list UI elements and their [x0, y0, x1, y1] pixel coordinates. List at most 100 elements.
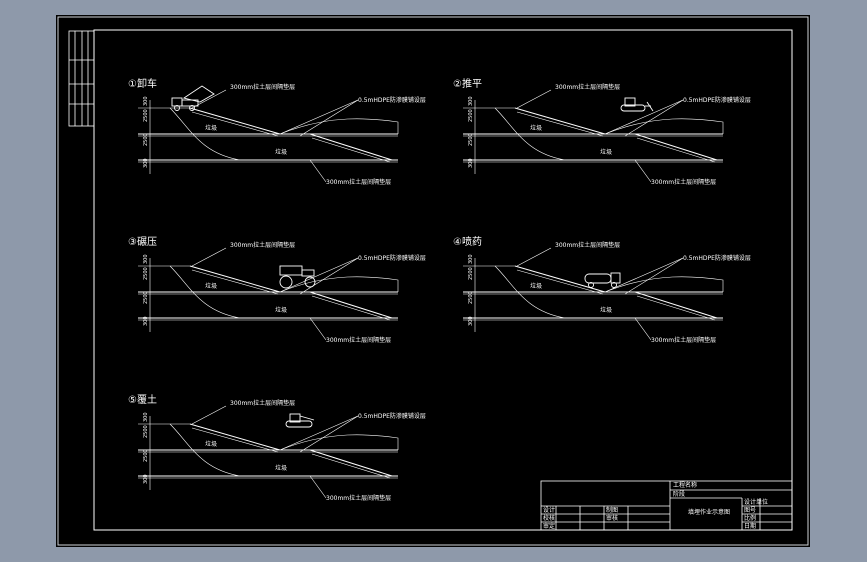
title-design-unit: 设计单位 [744, 498, 768, 506]
title-stage-label: 阶段 [673, 490, 685, 498]
waste-label-upper: 垃圾 [205, 440, 217, 448]
title-drawn: 制图 [606, 506, 618, 514]
slope-lower-2 [311, 453, 391, 479]
callout-side: 0.5mHDPE防渗膜铺设层 [683, 254, 751, 262]
leader-top [516, 89, 552, 109]
leader-side-2 [299, 257, 359, 295]
leader-side [604, 257, 684, 293]
dimension-label: 2500 [143, 133, 149, 146]
outer-frame [57, 16, 809, 546]
leader-side-2 [299, 415, 359, 453]
truck-wheel [189, 105, 195, 111]
existing-ground-curve [494, 265, 566, 319]
dimension-label: 2500 [143, 109, 149, 122]
leader-side-2 [624, 257, 684, 295]
slope-upper-2 [516, 269, 604, 295]
compactor-drum [279, 275, 293, 289]
dimension-label: 300 [143, 158, 149, 168]
leader-side-2 [624, 99, 684, 137]
callout-bottom: 300mm拉土层间隔垫层 [326, 336, 391, 344]
dimension-label: 300 [468, 316, 474, 326]
leader-side [279, 257, 359, 293]
inner-border [93, 29, 793, 531]
dimension-label: 300 [143, 412, 149, 422]
dimension-label: 2500 [468, 291, 474, 304]
slope-upper [189, 423, 281, 451]
excavator-icon [285, 413, 315, 428]
panel-3: ③碾压垃圾垃圾30025002500300300mm拉土层间隔垫层0.5mHDP… [128, 236, 426, 344]
panel-2: ②推平垃圾垃圾30025002500300300mm拉土层间隔垫层0.5mHDP… [453, 77, 751, 186]
drawing-title: 填埋作业示意图 [688, 508, 730, 516]
dozer-blade [646, 101, 654, 112]
compactor-wheel [304, 276, 316, 288]
slope-upper-2 [191, 269, 279, 295]
dump-bed [182, 85, 215, 103]
panel-1: ①卸车垃圾垃圾30025002500300300mm拉土层间隔垫层0.5mHDP… [128, 77, 426, 186]
leader-bottom [634, 317, 652, 341]
dozer-track [620, 104, 646, 112]
slope-lower-2 [311, 137, 391, 163]
callout-bottom: 300mm拉土层间隔垫层 [651, 336, 716, 344]
slope-lower-2 [636, 295, 716, 321]
existing-ground-curve [494, 107, 566, 161]
excavator-cab [289, 413, 301, 423]
excavator-arm [299, 415, 315, 421]
waste-label-upper: 垃圾 [530, 282, 542, 290]
waste-label-upper: 垃圾 [205, 124, 217, 132]
slope-lower [309, 449, 393, 477]
truck-wheel [174, 105, 180, 111]
waste-label-lower: 垃圾 [275, 464, 287, 472]
panel-title: ①卸车 [128, 77, 157, 90]
spray-wheel [588, 282, 594, 288]
slope-lower [309, 133, 393, 161]
title-drawing-no: 图号 [744, 507, 756, 514]
dozer-cab [624, 97, 636, 107]
dimension-label: 2500 [143, 449, 149, 462]
title-checker: 校核 [543, 514, 555, 522]
panel-title: ②推平 [453, 77, 482, 90]
leader-bottom [634, 159, 652, 183]
leader-side [279, 415, 359, 451]
waste-label-lower: 垃圾 [275, 148, 287, 156]
slope-lower [634, 291, 718, 319]
dump-truck-icon [171, 85, 215, 111]
leader-bottom [309, 475, 327, 499]
excavator-track [285, 420, 313, 428]
panels-layer: ①卸车垃圾垃圾30025002500300300mm拉土层间隔垫层0.5mHDP… [128, 77, 751, 502]
dimension-label: 300 [468, 96, 474, 106]
title-project-label: 工程名称 [673, 481, 697, 489]
dimension-label: 2500 [468, 133, 474, 146]
callout-top: 300mm拉土层间隔垫层 [230, 399, 295, 407]
slope-lower [634, 133, 718, 161]
dimension-label: 2500 [468, 267, 474, 280]
panel-title: ③碾压 [128, 236, 157, 248]
leader-top [191, 247, 227, 267]
waste-label-lower: 垃圾 [600, 306, 612, 314]
slope-upper [514, 107, 606, 135]
leader-top [191, 405, 227, 425]
leader-side-2 [299, 99, 359, 137]
spray-wheel [611, 282, 617, 288]
callout-bottom: 300mm拉土层间隔垫层 [651, 178, 716, 186]
leader-bottom [309, 159, 327, 183]
waste-label-lower: 垃圾 [275, 306, 287, 314]
title-date: 日期 [744, 522, 756, 530]
compactor-icon [279, 265, 316, 289]
fresh-waste-mound [604, 118, 724, 135]
callout-side: 0.5mHDPE防渗膜铺设层 [683, 96, 751, 104]
compactor-engine [301, 269, 315, 277]
callout-top: 300mm拉土层间隔垫层 [555, 83, 620, 91]
callout-side: 0.5mHDPE防渗膜铺设层 [358, 412, 426, 420]
callout-top: 300mm拉土层间隔垫层 [230, 241, 295, 249]
dimension-label: 300 [143, 474, 149, 484]
waste-label-lower: 垃圾 [600, 148, 612, 156]
callout-bottom: 300mm拉土层间隔垫层 [326, 494, 391, 502]
panel-title: ④喷药 [453, 236, 482, 248]
fresh-waste-mound [279, 276, 399, 293]
slope-upper [189, 107, 281, 135]
existing-ground-curve [169, 265, 241, 319]
slope-upper [189, 265, 281, 293]
title-reviewed: 审核 [606, 514, 618, 522]
title-designer: 设计 [543, 506, 555, 514]
dimension-label: 300 [468, 158, 474, 168]
